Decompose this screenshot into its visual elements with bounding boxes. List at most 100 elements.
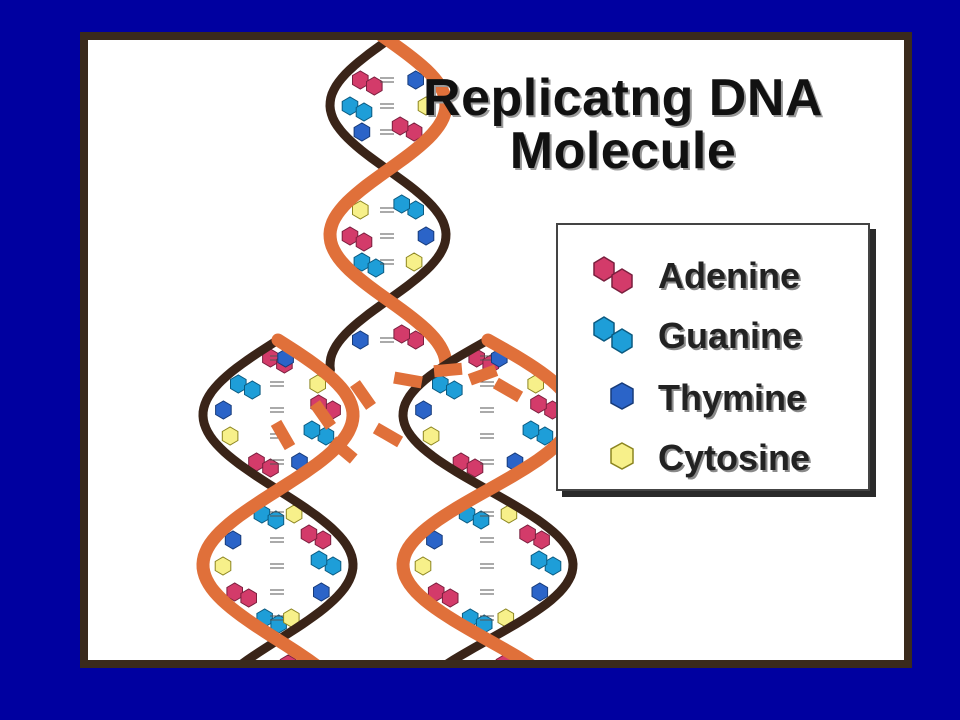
- base-left: [415, 400, 432, 420]
- base-left-ring: [446, 380, 463, 400]
- guanine-ring-2: [611, 328, 633, 354]
- base-left-ring: [267, 510, 285, 530]
- legend-label-adenine: Adenine: [658, 255, 801, 296]
- okazaki-fragment: [372, 422, 404, 448]
- guanine-ring-1: [593, 316, 615, 342]
- right-daughter-helix-base-pair: [461, 608, 515, 634]
- base-left-ring: [240, 588, 257, 608]
- base-left: [353, 252, 371, 272]
- base-right: [407, 200, 424, 220]
- page-title: Replicatng DNA Molecule: [343, 69, 903, 181]
- base-left: [352, 70, 369, 90]
- adenine-icon: [593, 256, 633, 294]
- legend-item-thymine: Thymine: [558, 371, 868, 421]
- cytosine-ring: [610, 442, 634, 470]
- legend-item-adenine: Adenine: [558, 249, 868, 299]
- legend-item-cytosine: Cytosine: [558, 431, 868, 481]
- base-left: [353, 122, 371, 142]
- base-right-ring: [393, 324, 410, 344]
- left-daughter-helix-base-pair: [226, 582, 330, 608]
- base-right: [313, 582, 330, 602]
- base-right-ring: [393, 194, 410, 214]
- left-daughter-helix-base-pair: [214, 550, 342, 576]
- left-daughter-helix-base-pair: [224, 524, 332, 550]
- dna-helix-illustration: [196, 40, 580, 660]
- cytosine-icon: [610, 442, 634, 470]
- okazaki-fragment: [492, 377, 524, 403]
- parent-helix-base-pair: [353, 252, 423, 278]
- adenine-ring-2: [611, 268, 633, 294]
- base-left: [341, 226, 359, 246]
- parent-helix-base-pair: [352, 70, 424, 96]
- base-left-ring: [355, 232, 373, 252]
- title-line-2: Molecule: [509, 122, 737, 181]
- right-daughter-helix-base-pair: [427, 582, 549, 608]
- base-left: [226, 582, 243, 602]
- base-left-ring: [466, 458, 484, 478]
- thymine-ring: [610, 382, 634, 410]
- left-daughter-helix-base-pair: [230, 374, 326, 400]
- base-left: [341, 96, 359, 116]
- base-right: [324, 556, 342, 576]
- okazaki-fragment: [467, 364, 499, 386]
- base-right-ring: [522, 420, 540, 440]
- base-right-ring: [530, 394, 547, 414]
- left-daughter-helix-back-strand: [198, 335, 358, 660]
- base-right: [417, 226, 435, 246]
- right-daughter-helix-front-strand: [396, 333, 580, 660]
- left-daughter-helix-base-pair: [279, 654, 297, 660]
- base-right-ring: [310, 550, 328, 570]
- base-left-ring: [262, 458, 279, 478]
- base-left: [352, 330, 369, 350]
- parent-helix-base-pair: [352, 324, 424, 350]
- base-right: [314, 530, 332, 550]
- base-left: [214, 556, 232, 576]
- base-right-ring: [279, 654, 297, 660]
- base-right-ring: [519, 524, 536, 544]
- left-daughter-helix-front-strand: [196, 333, 360, 660]
- parent-helix-back-strand: [325, 40, 451, 375]
- left-daughter-helix-base-pair: [253, 504, 303, 530]
- right-daughter-helix-back-strand: [398, 335, 578, 660]
- base-left-ring: [244, 380, 261, 400]
- base-right-ring: [303, 420, 321, 440]
- base-left: [221, 426, 239, 446]
- legend-box: Adenine Guanine Thymine Cytosine: [556, 223, 870, 491]
- base-left-ring: [355, 102, 373, 122]
- right-daughter-helix-base-pair: [414, 550, 562, 576]
- base-left: [422, 426, 440, 446]
- base-right: [405, 252, 423, 272]
- okazaki-fragment: [328, 436, 358, 464]
- adenine-ring-1: [593, 256, 615, 282]
- parent-helix-front-strand: [323, 40, 453, 377]
- right-daughter-helix-base-pair: [432, 374, 544, 400]
- title-line-1: Replicatng DNA: [423, 69, 823, 127]
- base-right-ring: [300, 524, 318, 544]
- right-daughter-helix-base-pair: [422, 420, 554, 446]
- right-daughter-helix-base-pair: [415, 394, 561, 420]
- base-right: [544, 556, 562, 576]
- base-right: [533, 530, 550, 550]
- right-daughter-helix-base-pair: [426, 524, 550, 550]
- legend-label-thymine: Thymine: [658, 377, 807, 418]
- base-left-ring: [367, 258, 385, 278]
- base-right: [531, 582, 549, 602]
- legend-label-guanine: Guanine: [658, 315, 803, 356]
- parent-helix-base-pair: [341, 96, 435, 122]
- okazaki-fragment: [393, 371, 423, 389]
- diagram-panel: Replicatng DNA Molecule Adenine Guanine: [88, 40, 904, 660]
- legend-label-cytosine: Cytosine: [658, 437, 811, 478]
- thymine-icon: [610, 382, 634, 410]
- base-right-ring: [391, 116, 409, 136]
- base-right: [417, 96, 435, 116]
- okazaki-fragment: [350, 380, 376, 410]
- guanine-icon: [593, 316, 633, 354]
- base-left-ring: [472, 510, 490, 530]
- parent-helix-base-pair: [353, 116, 423, 142]
- slide-frame: Replicatng DNA Molecule Adenine Guanine: [80, 32, 912, 668]
- base-left: [414, 556, 432, 576]
- legend-item-guanine: Guanine: [558, 309, 868, 359]
- base-right-ring: [530, 550, 548, 570]
- okazaki-fragment: [310, 400, 336, 430]
- base-left-ring: [441, 588, 459, 608]
